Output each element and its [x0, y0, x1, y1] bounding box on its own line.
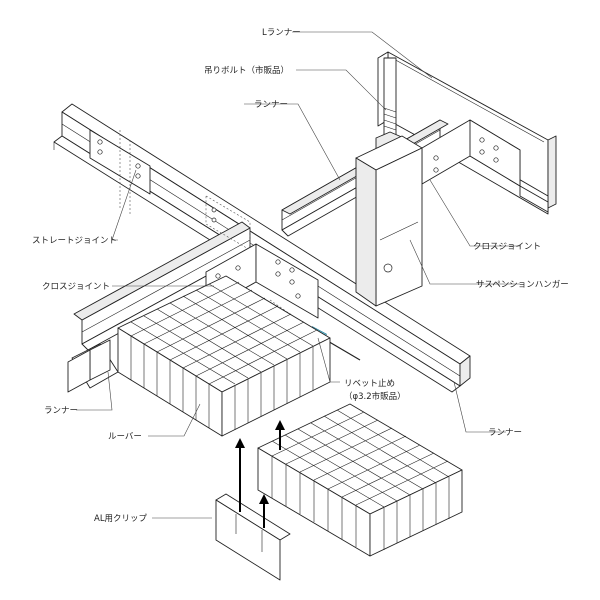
label-louver: ルーバー — [108, 432, 142, 442]
label-runner-left: ランナー — [44, 406, 78, 416]
al-clip — [215, 493, 291, 581]
label-al-clip: AL用クリップ — [94, 514, 148, 524]
label-l-runner: Lランナー — [262, 28, 301, 38]
straight-joint — [89, 129, 151, 216]
label-runner-top: ランナー — [254, 100, 288, 110]
leader-lines — [76, 31, 520, 519]
label-cross-joint-right: クロスジョイント — [473, 242, 541, 252]
label-runner-right: ランナー — [488, 428, 522, 438]
label-rivet-line2: （φ3.2市販品） — [344, 391, 406, 402]
label-cross-joint-left: クロスジョイント — [42, 282, 110, 292]
label-suspension-hanger: サスペンションハンガー — [476, 279, 569, 290]
label-hanger-bolt: 吊りボルト（市販品） — [204, 65, 289, 76]
label-straight-joint: ストレートジョイント — [32, 236, 117, 246]
cross-joint-right — [421, 119, 521, 187]
suspension-hanger — [355, 135, 423, 307]
louver-upper — [117, 275, 331, 437]
label-rivet-line1: リベット止め — [344, 378, 395, 389]
hidden-joint — [205, 195, 251, 251]
assembly-arrows — [235, 420, 285, 528]
louver-lower — [257, 403, 463, 557]
